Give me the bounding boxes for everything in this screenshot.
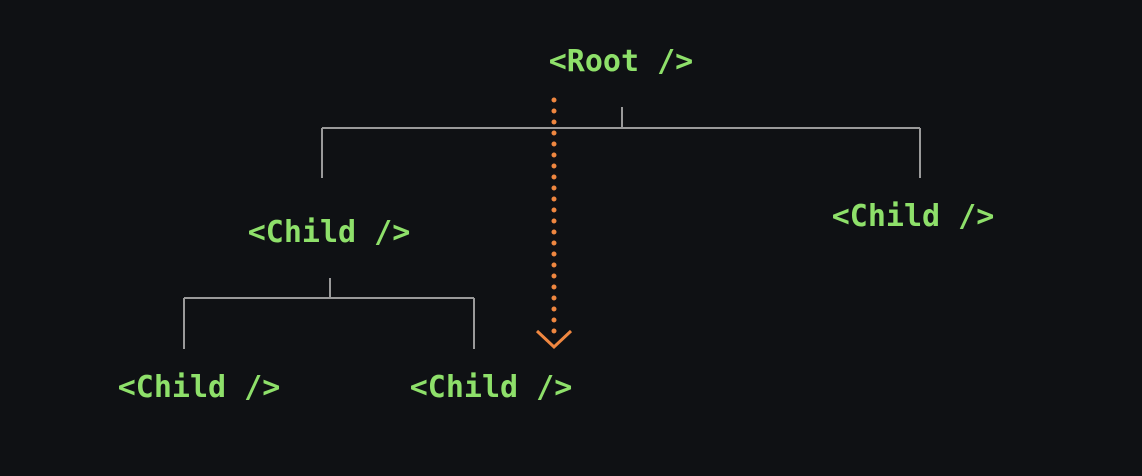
arrow-down-icon (535, 329, 573, 350)
root-connector (321, 107, 921, 178)
grandchild-node-left: <Child /> (118, 370, 281, 405)
grandchild-node-right: <Child /> (410, 370, 573, 405)
child-node-right: <Child /> (832, 199, 995, 234)
child-node-left: <Child /> (248, 215, 411, 250)
root-node: <Root /> (549, 44, 694, 79)
tree-connectors (183, 107, 921, 349)
child-connector (183, 278, 475, 349)
